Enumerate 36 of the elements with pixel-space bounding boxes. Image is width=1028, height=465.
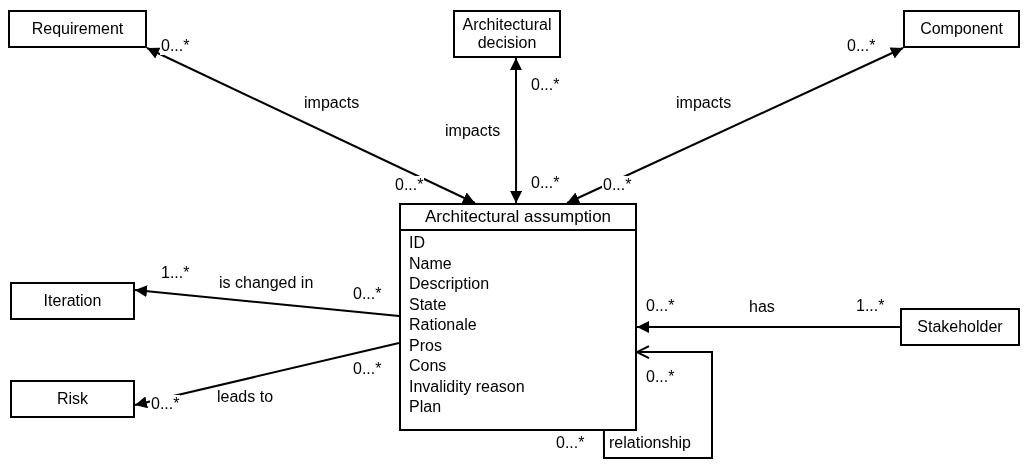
- attribute-text: ID: [409, 233, 426, 253]
- class-name: Architectural assumption: [401, 205, 635, 231]
- class-box: [453, 10, 561, 58]
- class-name: Stakeholder: [917, 318, 1003, 336]
- edge-label: is changed in: [218, 274, 315, 292]
- multiplicity-label: 0...*: [160, 37, 191, 55]
- class-box: [10, 380, 135, 418]
- class-box: [399, 203, 637, 431]
- association-arrow: [509, 57, 523, 204]
- association-arrow: [134, 285, 400, 318]
- association-arrow: [134, 342, 400, 409]
- edge-label: impacts: [303, 94, 361, 112]
- edge-label: impacts: [444, 122, 502, 140]
- attribute-text: Cons: [409, 356, 448, 376]
- edge-label: impacts: [675, 94, 733, 112]
- class-name: Architectural decision: [461, 16, 553, 52]
- class-name: Requirement: [31, 20, 124, 38]
- edge-label: relationship: [608, 434, 692, 452]
- attribute-text: Invalidity reason: [409, 376, 526, 397]
- attribute-text: Rationale: [409, 315, 478, 335]
- class-box: [8, 10, 147, 48]
- association-arrow: [146, 47, 476, 204]
- class-name: Risk: [56, 390, 89, 408]
- attribute-text: State: [409, 294, 448, 315]
- class-box: [900, 308, 1020, 346]
- association-arrow: [602, 345, 713, 459]
- attribute-text: Pros: [409, 335, 443, 356]
- attribute-text: Description: [409, 274, 491, 294]
- class-name: Component: [920, 20, 1003, 38]
- class-name: Iteration: [43, 292, 102, 310]
- attribute-text: Plan: [409, 397, 443, 417]
- attribute-text: Name: [409, 253, 453, 274]
- association-arrow: [566, 47, 904, 204]
- association-arrow: [636, 321, 901, 334]
- class-box: [10, 282, 135, 320]
- class-box: [903, 10, 1020, 48]
